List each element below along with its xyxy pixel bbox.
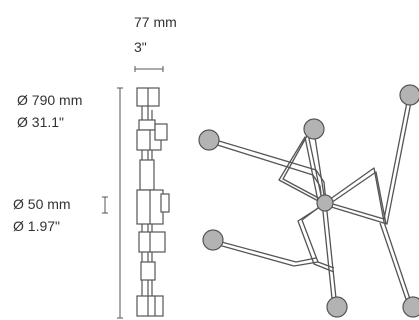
ball-bottom — [326, 296, 348, 318]
side-ball-bottom — [136, 295, 164, 317]
front-view-balls — [198, 84, 419, 318]
diameter-mm-label: Ø 790 mm — [17, 92, 83, 108]
canopy-mm-label: Ø 50 mm — [13, 196, 71, 212]
ball-left — [202, 229, 224, 251]
canopy-dimension-line — [102, 196, 108, 214]
diameter-dimension-line — [117, 87, 123, 319]
dimension-lines — [102, 66, 164, 319]
depth-dimension-line — [134, 66, 164, 72]
depth-mm-label: 77 mm — [134, 14, 177, 30]
center-hub — [316, 194, 334, 212]
ball-top-middle — [303, 118, 325, 140]
side-joint-2 — [138, 231, 166, 253]
ball-top-right — [399, 84, 419, 106]
side-view — [136, 87, 170, 317]
front-view-arms — [208, 96, 414, 309]
depth-inch-label: 3" — [134, 39, 147, 55]
canopy-inch-label: Ø 1.97" — [13, 218, 60, 234]
diameter-inch-label: Ø 31.1" — [17, 114, 64, 130]
ball-upper-left — [198, 129, 220, 151]
ball-bottom-right — [402, 296, 419, 318]
